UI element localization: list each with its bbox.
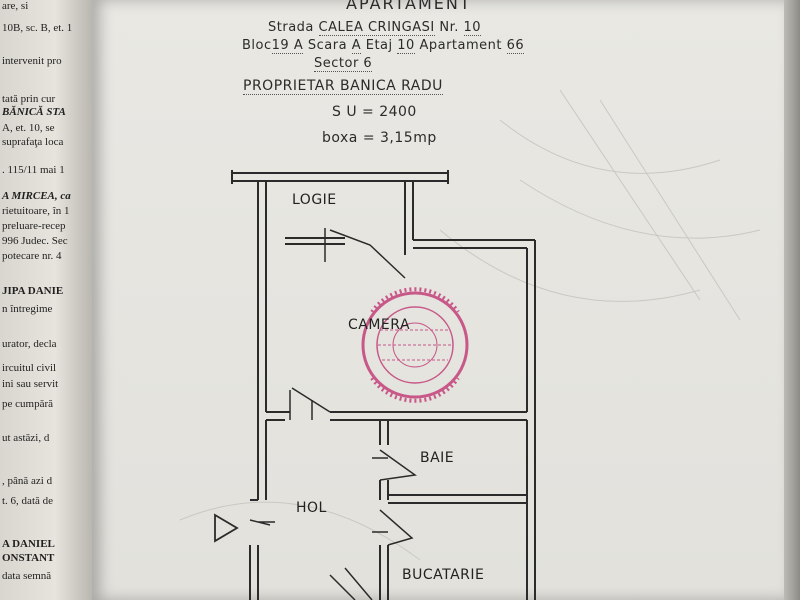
number-value: 10 — [463, 20, 482, 36]
left-page-line: t. 6, dată de — [2, 495, 54, 507]
number-label: Nr. — [439, 20, 459, 35]
room-label-hol: HOL — [296, 500, 327, 516]
entry-arrow-icon — [214, 513, 239, 543]
etaj-value: 10 — [397, 38, 415, 54]
left-page-line: 996 Judec. Sec — [2, 235, 68, 247]
scara-value: A — [351, 38, 362, 54]
left-page-line: A MIRCEA, ca — [2, 190, 71, 202]
left-page-line: ircuitul civil — [2, 362, 57, 374]
bath-door — [379, 449, 417, 481]
left-page-line: potecare nr. 4 — [2, 250, 62, 262]
sheet-edge — [784, 0, 800, 600]
left-page-line: . 115/11 mai 1 — [2, 164, 65, 176]
camera-door — [289, 387, 331, 420]
bloc-value: 19 A — [271, 38, 304, 54]
left-page-line: ini sau servit — [2, 378, 59, 390]
left-page-line: suprafaţa loca — [2, 136, 64, 148]
room-label-logie: LOGIE — [292, 192, 337, 208]
left-page-line: data semnă — [2, 570, 52, 582]
building-line: Bloc19 A Scara A Etaj 10 Apartament 66 — [242, 38, 525, 54]
left-page-line: pe cumpără — [2, 398, 53, 410]
sector-line: Sector 6 — [314, 56, 373, 72]
official-stamp — [361, 287, 469, 403]
logia-door — [329, 229, 406, 279]
scara-label: Scara — [307, 38, 348, 53]
etaj-label: Etaj — [365, 38, 393, 53]
apartament-value: 66 — [506, 38, 525, 54]
kitchen-door — [379, 509, 414, 546]
left-page-line: 10B, sc. B, et. 1 — [2, 22, 73, 34]
room-label-bucatarie: BUCATARIE — [402, 567, 485, 583]
bloc-label: Bloc — [242, 38, 272, 53]
left-page-line: A, et. 10, se — [2, 122, 55, 134]
left-page-line: JIPA DANIE — [2, 285, 64, 297]
room-label-baie: BAIE — [420, 450, 455, 466]
left-page-line: rietuitoare, în 1 — [2, 205, 70, 217]
left-page-line: BĂNICĂ STA — [2, 106, 66, 118]
street-label: Strada — [268, 20, 314, 35]
address-line: Strada CALEA CRINGASI Nr. 10 — [268, 20, 482, 36]
left-page-line: intervenit pro — [2, 55, 62, 67]
left-page-line: tată prin cur — [2, 93, 56, 105]
left-page-line: are, si — [2, 0, 29, 12]
left-page-line: A DANIEL — [2, 538, 55, 550]
left-page-line: ONSTANT — [2, 552, 55, 564]
left-page-line: urator, decla — [2, 338, 57, 350]
left-page-line: ut astăzi, d — [2, 432, 50, 444]
apartament-label: Apartament — [419, 38, 502, 53]
street-value: CALEA CRINGASI — [318, 20, 435, 36]
sector-value: Sector 6 — [314, 56, 373, 72]
room-label-camera: CAMERA — [348, 317, 411, 333]
usable-area: S U = 2400 — [332, 104, 417, 120]
adjacent-document-page: are, si 10B, sc. B, et. 1 intervenit pro ta… — [0, 0, 92, 600]
storage-area: boxa = 3,15mp — [322, 130, 437, 146]
left-page-line: , până azi d — [2, 475, 53, 487]
entry-door — [249, 519, 275, 526]
walls — [231, 170, 536, 600]
doors — [249, 228, 417, 600]
background-watermark — [179, 89, 761, 561]
floor-plan-sheet: APARTAMENT Strada CALEA CRINGASI Nr. 10 … — [92, 0, 784, 600]
left-page-line: n întregime — [2, 303, 53, 315]
owner-line: PROPRIETAR BANICA RADU — [243, 78, 443, 95]
lower-door — [329, 567, 373, 600]
left-page-line: preluare-recep — [2, 220, 66, 232]
owner-value: PROPRIETAR BANICA RADU — [243, 78, 443, 95]
document-title: APARTAMENT — [346, 0, 472, 13]
